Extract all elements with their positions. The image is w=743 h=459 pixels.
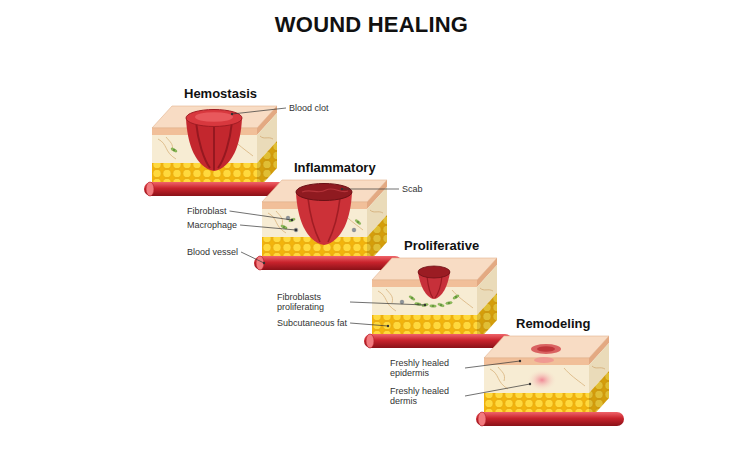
leader-line	[232, 108, 286, 114]
stage-heading: Proliferative	[372, 238, 497, 254]
leader-dot	[231, 113, 233, 115]
leader-line	[240, 225, 296, 230]
stage-block: Proliferative	[372, 238, 497, 348]
proliferative-block	[364, 258, 512, 348]
hemostasis-block	[144, 106, 292, 196]
leader-dot	[519, 360, 521, 362]
leader-line	[230, 211, 292, 220]
inflammatory-block	[254, 180, 402, 270]
stage-heading: Inflammatory	[262, 160, 387, 176]
stage-block: Hemostasis	[152, 86, 277, 196]
callout-label: Blood clot	[289, 103, 329, 113]
callout-label: Freshly healed epidermis	[390, 358, 462, 378]
leader-dot	[387, 325, 389, 327]
leader-line	[465, 361, 520, 368]
leader-line	[465, 384, 530, 396]
callout-label: Blood vessel	[187, 247, 238, 257]
stage-heading: Remodeling	[484, 316, 609, 332]
leader-dot	[424, 304, 426, 306]
callout-label: Macrophage	[187, 220, 237, 230]
callout-label: Fibroblast	[187, 206, 227, 216]
leader-line	[342, 189, 399, 190]
remodeling-block	[476, 336, 624, 426]
stage-block: Remodeling	[484, 316, 609, 426]
callout-label: Scab	[402, 184, 423, 194]
callout-label: Subcutaneous fat	[277, 318, 347, 328]
callout-label: Fibroblasts proliferating	[277, 292, 347, 312]
leader-dot	[295, 229, 297, 231]
leader-line	[241, 252, 264, 263]
callout-label: Freshly healed dermis	[390, 386, 462, 406]
leader-line	[350, 302, 425, 305]
diagram-title: WOUND HEALING	[0, 12, 743, 38]
leader-dot	[341, 188, 343, 190]
leader-dot	[529, 383, 531, 385]
leader-dot	[263, 262, 265, 264]
leader-line	[350, 323, 388, 326]
stage-block: Inflammatory	[262, 160, 387, 270]
stage-heading: Hemostasis	[152, 86, 277, 102]
leader-dot	[291, 219, 293, 221]
